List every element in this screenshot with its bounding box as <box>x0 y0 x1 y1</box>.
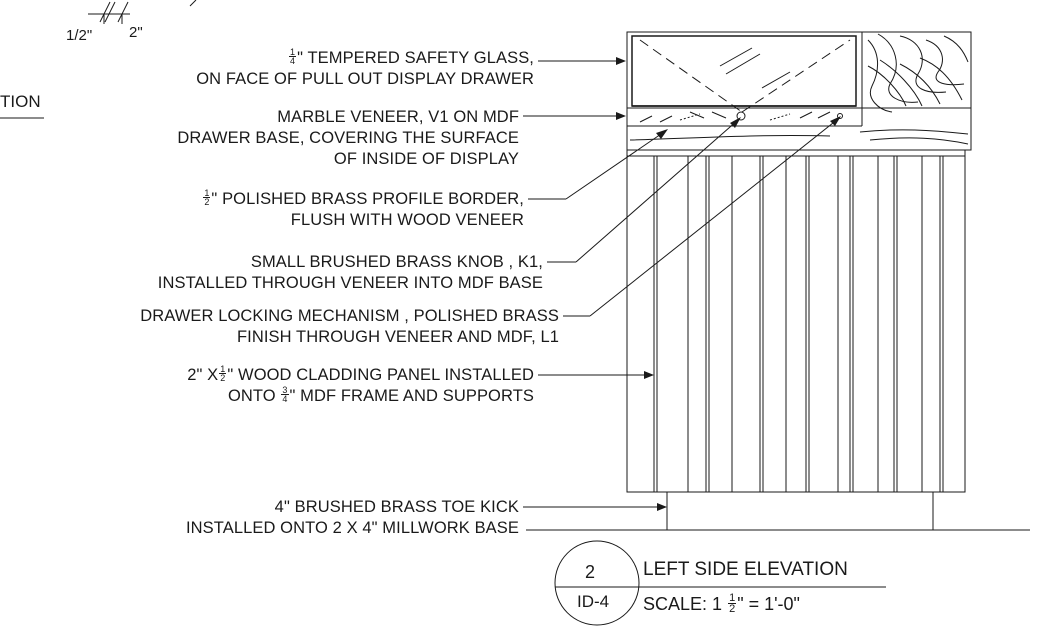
callout-marble-line1: MARBLE VENEER, V1 ON MDF <box>277 108 519 126</box>
title-block-symbol <box>554 540 886 626</box>
dimension-marks <box>0 0 197 119</box>
callout-knob-line1: SMALL BRUSHED BRASS KNOB , K1, <box>250 253 543 271</box>
callout-toekick-line1: 4" BRUSHED BRASS TOE KICK <box>274 498 519 516</box>
toe-kick <box>666 492 934 530</box>
callout-marble-line2: DRAWER BASE, COVERING THE SURFACE <box>177 129 519 147</box>
arrowheads <box>616 57 841 511</box>
callout-knob-line2: INSTALLED THROUGH VENEER INTO MDF BASE <box>157 274 543 292</box>
partial-view-title: TION <box>0 92 41 111</box>
callout-glass-line2: ON FACE OF PULL OUT DISPLAY DRAWER <box>196 70 534 88</box>
cladding-panel <box>626 155 966 493</box>
callout-brass-knob: SMALL BRUSHED BRASS KNOB , K1, INSTALLED… <box>158 252 543 294</box>
callout-toekick-line2: INSTALLED ONTO 2 X 4" MILLWORK BASE <box>185 519 519 537</box>
dimension-label-half-inch: 1/2" <box>66 27 93 44</box>
callout-border-line2: FLUSH WITH WOOD VENEER <box>290 211 524 229</box>
detail-number: 2 <box>585 562 596 582</box>
display-drawer <box>626 31 972 151</box>
callout-toe-kick: 4" BRUSHED BRASS TOE KICK INSTALLED ONTO… <box>186 497 519 539</box>
callout-lock-line1: DRAWER LOCKING MECHANISM , POLISHED BRAS… <box>140 307 559 325</box>
drawing-title: LEFT SIDE ELEVATION <box>643 559 848 580</box>
callout-locking-mechanism: DRAWER LOCKING MECHANISM , POLISHED BRAS… <box>140 306 559 348</box>
dimension-label-two-inch: 2" <box>129 24 143 41</box>
leader-lines <box>523 60 839 508</box>
callout-lock-line2: FINISH THROUGH VENEER AND MDF, L1 <box>236 328 559 346</box>
callout-marble-veneer: MARBLE VENEER, V1 ON MDF DRAWER BASE, CO… <box>177 107 519 170</box>
callout-marble-line3: OF INSIDE OF DISPLAY <box>333 150 519 168</box>
sheet-number: ID-4 <box>577 592 610 611</box>
